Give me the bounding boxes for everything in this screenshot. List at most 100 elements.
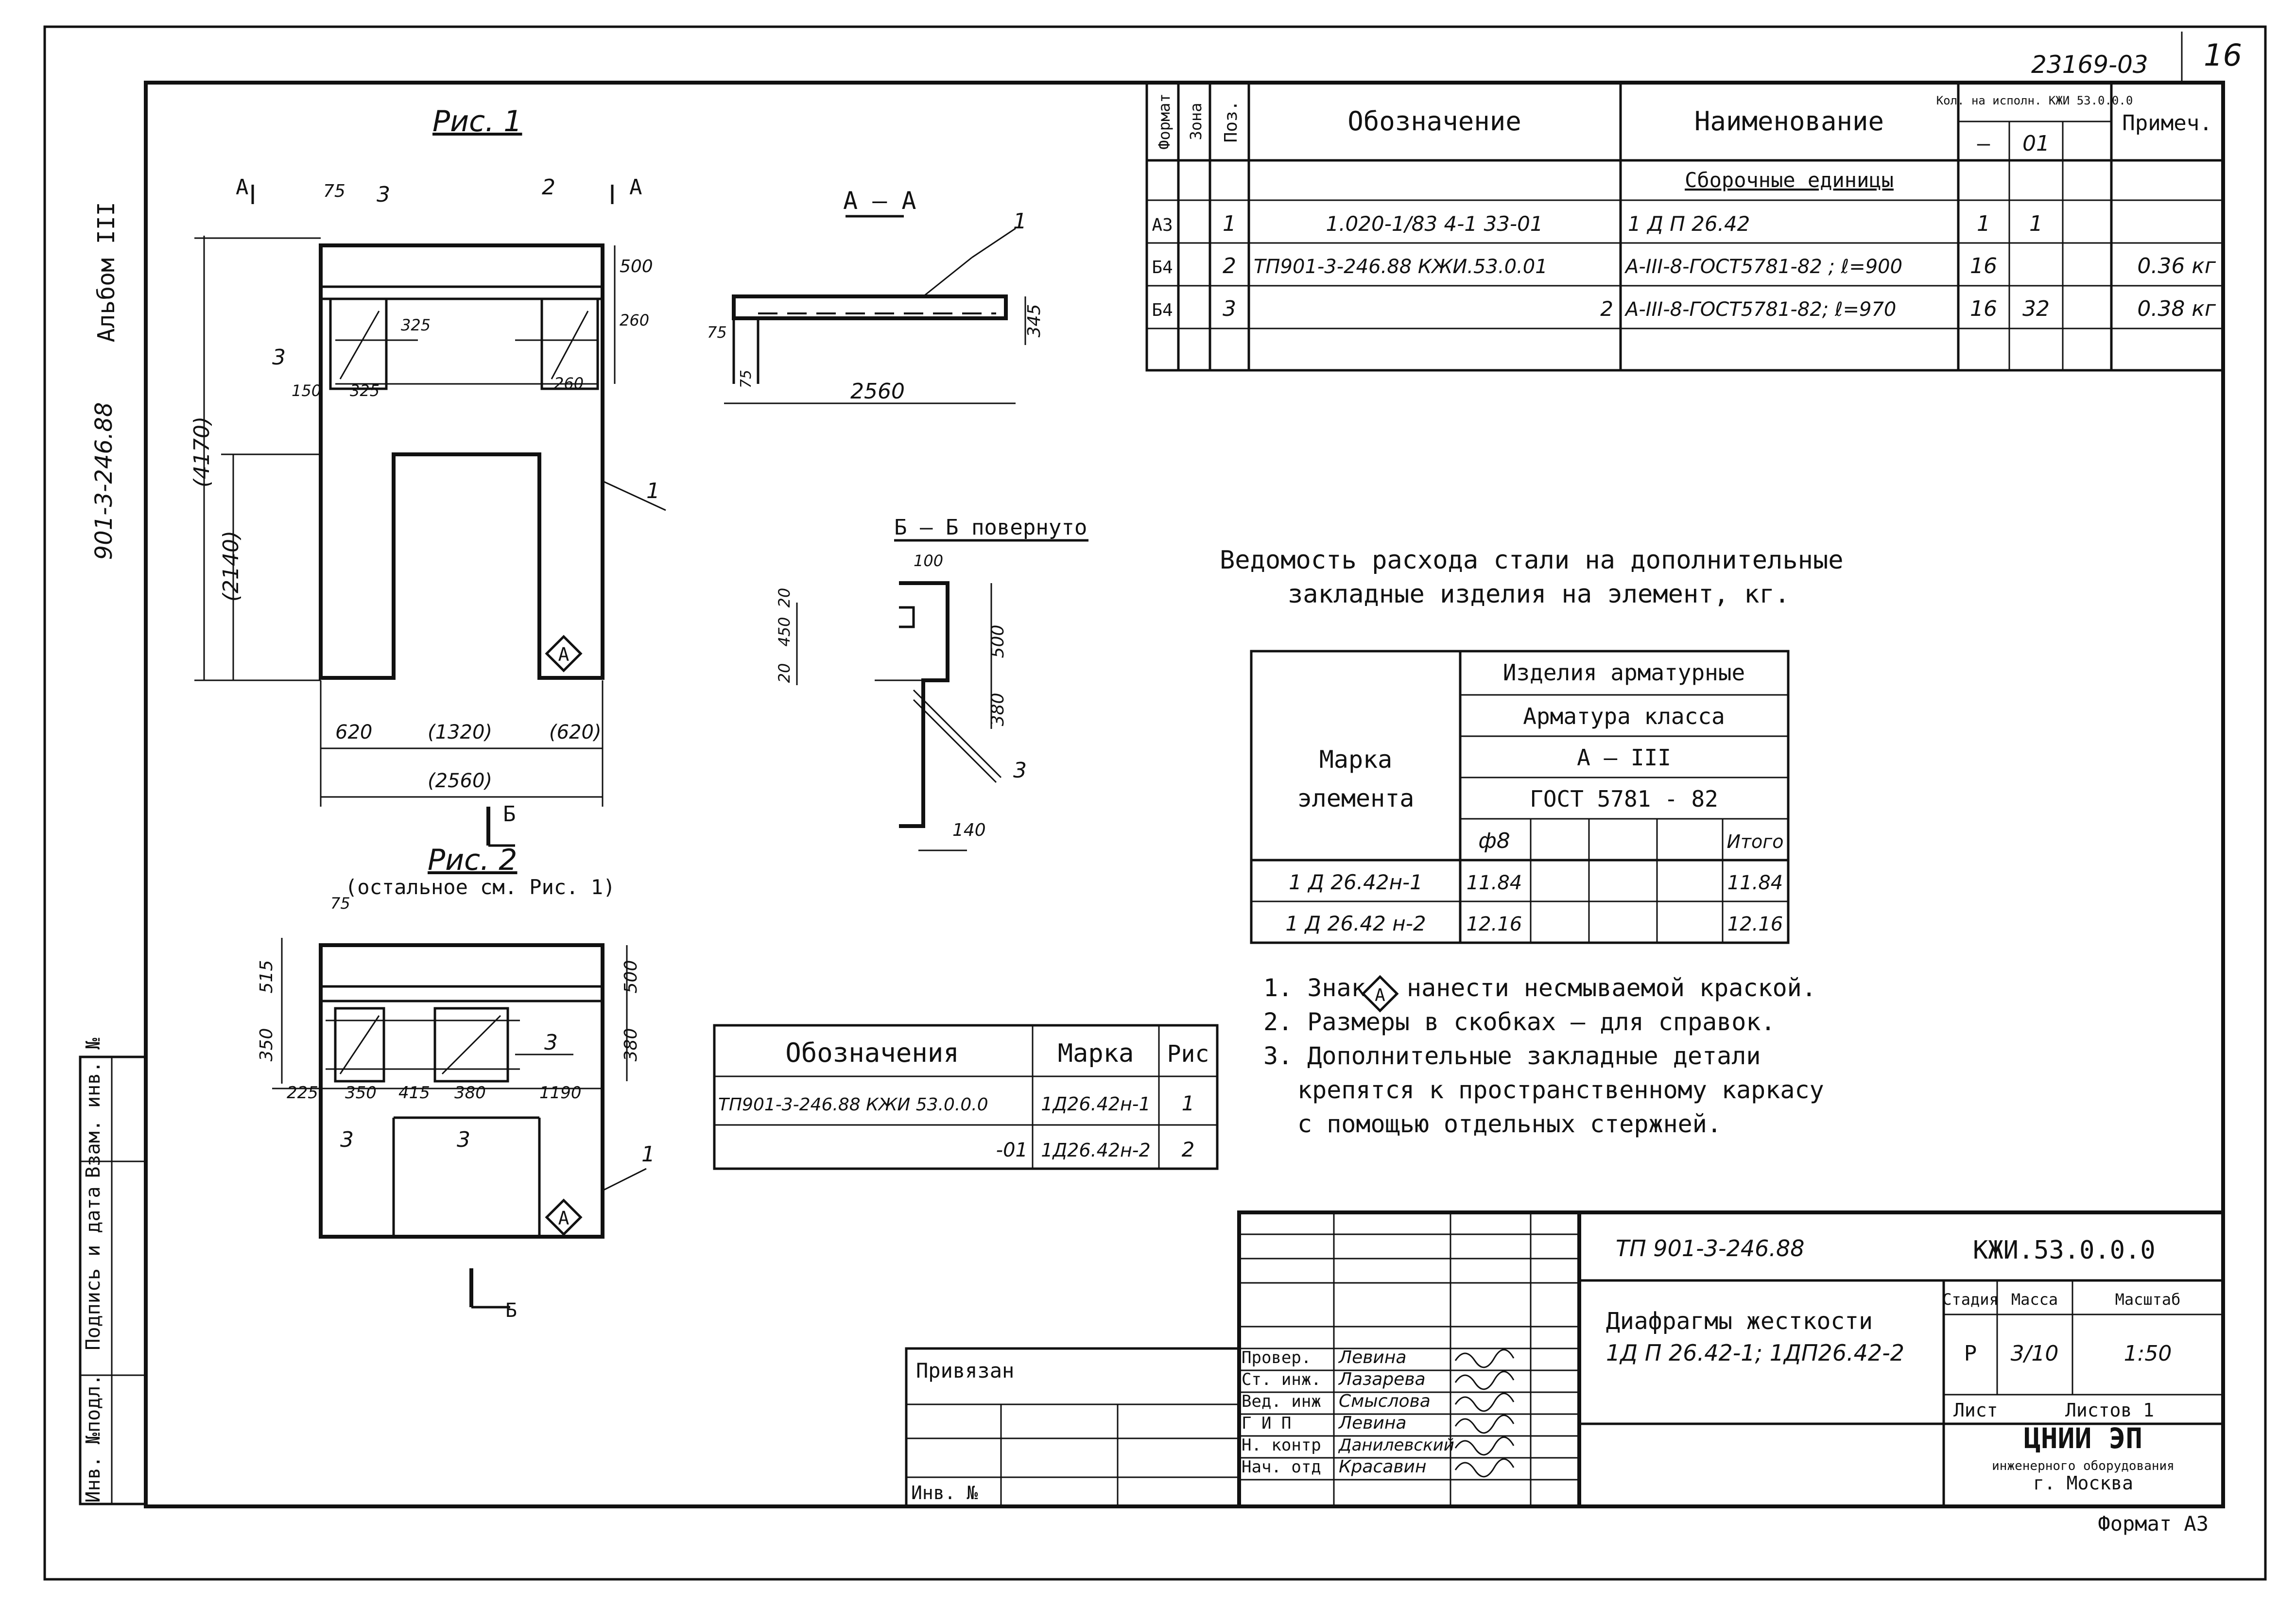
fig1-dim-325: 325 — [350, 381, 380, 400]
fig1-dim-620a: 620 — [335, 721, 372, 743]
fig2-callout-3b: 3 — [340, 1127, 354, 1152]
fig2-dim-380: 380 — [621, 1028, 641, 1062]
fig1-callout-2: 2 — [542, 175, 555, 200]
note-1b: нанести несмываемой краской. — [1407, 974, 1816, 1002]
designation-header-designation: Обозначения — [785, 1037, 959, 1068]
staff-name-2: Лазарева — [1338, 1369, 1426, 1389]
spec-row-2-pos: 2 — [1223, 254, 1236, 278]
stage-value: Р — [1964, 1341, 1977, 1366]
staff-role-5: Н. контр — [1242, 1435, 1321, 1455]
steel-row-1-total: 11.84 — [1727, 872, 1783, 894]
fig2-subtitle: (остальное см. Рис. 1) — [345, 875, 615, 899]
steel-header-1: Изделия арматурные — [1503, 659, 1745, 686]
fig2-dim-380b: 380 — [454, 1083, 486, 1103]
org-name: ЦНИИ ЭП — [2024, 1422, 2142, 1455]
designation-table: Обозначения Марка Рис ТП901-3-246.88 КЖИ… — [713, 1024, 1219, 1170]
staff-role-1: Провер. — [1242, 1348, 1311, 1367]
designation-header-mark: Марка — [1058, 1039, 1134, 1068]
spec-header-designation: Обозначение — [1347, 106, 1521, 137]
steel-table: Марка элемента Изделия арматурные Армату… — [1250, 650, 1790, 944]
spec-row-2-name: А-III-8-ГОСТ5781-82 ; ℓ=900 — [1624, 256, 1902, 278]
fig1-cut-b: Б — [503, 802, 516, 827]
section-bb-dim-100: 100 — [914, 552, 943, 570]
section-aa-dim-75: 75 — [707, 323, 727, 342]
steel-col-total: Итого — [1726, 831, 1783, 852]
fig1-callout-1: 1 — [646, 479, 660, 503]
note-1a: 1. Знак — [1263, 974, 1366, 1002]
fig2-callout-3c: 3 — [457, 1127, 470, 1152]
spec-header-qty: Кол. на исполн. КЖИ 53.0.0.0 — [1936, 94, 2133, 107]
outer-border — [43, 25, 2267, 1581]
title-name-2: 1Д П 26.42-1; 1ДП26.42-2 — [1606, 1340, 1904, 1366]
title-code: КЖИ.53.0.0.0 — [1973, 1236, 2156, 1265]
section-bb-dim-140: 140 — [952, 820, 986, 840]
sheet-number: 16 — [2204, 37, 2242, 73]
side-album-label: Альбом III — [93, 202, 120, 343]
section-aa-dim-345: 345 — [1024, 304, 1044, 338]
designation-row-1-mark: 1Д26.42н-1 — [1041, 1093, 1150, 1115]
fig1-dim-1320: (1320) — [428, 721, 492, 743]
fig2-mark-symbol: А — [545, 1198, 583, 1236]
doc-number: 23169-03 — [2031, 51, 2148, 79]
steel-header-3: А – III — [1577, 744, 1671, 771]
spec-row-2-designation: ТП901-3-246.88 КЖИ.53.0.01 — [1254, 256, 1548, 278]
spec-row-2-q1: 16 — [1970, 254, 1997, 278]
sheet-label: Лист — [1953, 1400, 1998, 1421]
section-bb-dim-20b: 20 — [775, 588, 794, 608]
staff-name-3: Смыслова — [1339, 1391, 1431, 1411]
org-city: г. Москва — [2033, 1472, 2133, 1494]
fig2-dim-75: 75 — [330, 894, 350, 913]
section-aa: А – А 1 75 345 75 2560 — [707, 187, 1044, 404]
steel-row-2-total: 12.16 — [1727, 913, 1783, 935]
staff-name-1: Левина — [1338, 1348, 1406, 1367]
section-aa-title: А – А — [843, 187, 916, 215]
spec-row-1-q1: 1 — [1977, 211, 1990, 236]
stage-label: Стадия — [1942, 1290, 1999, 1309]
fig1-mark-symbol: А — [545, 635, 583, 673]
section-bb-title: Б – Б повернуто — [894, 515, 1087, 540]
note-3c: с помощью отдельных стержней. — [1297, 1110, 1722, 1138]
spec-row-2-note: 0.36 кг — [2137, 254, 2216, 278]
org-sub: инженерного оборудования — [1992, 1459, 2175, 1473]
fig1-dim-2560: (2560) — [428, 770, 492, 792]
mass-label: Масса — [2011, 1290, 2058, 1309]
scale-label: Масштаб — [2115, 1290, 2181, 1309]
designation-row-1: ТП901-3-246.88 КЖИ 53.0.0.0 — [718, 1095, 988, 1115]
fig2-dim-225: 225 — [287, 1083, 318, 1103]
side-stamp-inv: Инв. №подл. — [82, 1374, 104, 1503]
format-label: Формат А3 — [2098, 1512, 2209, 1536]
steel-row-2-mark: 1 Д 26.42 н-2 — [1285, 912, 1426, 935]
bound-label: Привязан — [916, 1359, 1014, 1382]
fig2-title: Рис. 2 — [428, 843, 517, 877]
svg-text:А: А — [558, 644, 570, 665]
spec-header-note: Примеч. — [2122, 111, 2212, 136]
steel-row-2-d8: 12.16 — [1467, 913, 1522, 935]
svg-text:А: А — [1375, 985, 1385, 1005]
spec-row-3-note: 0.38 кг — [2137, 296, 2216, 321]
spec-row-1-q2: 1 — [2029, 211, 2043, 236]
section-aa-dim-2560: 2560 — [850, 379, 905, 404]
fig2-dim-350b: 350 — [345, 1083, 377, 1103]
spec-section-title: Сборочные единицы — [1685, 168, 1894, 192]
fig2-dim-350: 350 — [257, 1028, 276, 1062]
fig1-cut-a-right: А — [629, 175, 642, 200]
note-mark-symbol: А — [1361, 975, 1399, 1013]
fig1-dim-150: 150 — [292, 381, 321, 400]
staff-role-6: Нач. отд — [1242, 1457, 1321, 1477]
fig1-dim-260: 260 — [620, 311, 649, 329]
spec-row-1-format: А3 — [1152, 215, 1173, 235]
spec-header-pos: Поз. — [1221, 101, 1241, 143]
fig1-dim-4170: (4170) — [190, 416, 214, 487]
designation-row-1-fig: 1 — [1182, 1091, 1195, 1115]
section-aa-dim-75b: 75 — [738, 370, 755, 388]
spec-header-name: Наименование — [1694, 106, 1884, 137]
fig2-dim-1190: 1190 — [539, 1083, 582, 1103]
section-bb: Б – Б повернуто 100 20 450 20 500 380 14… — [775, 515, 1088, 851]
steel-mark-header-2: элемента — [1297, 784, 1415, 812]
mass-value: 3/10 — [2011, 1341, 2059, 1366]
spec-header-format: Формат — [1155, 93, 1174, 150]
side-project-label: 901-3-246.88 — [90, 402, 118, 560]
section-aa-callout-1: 1 — [1013, 209, 1027, 234]
spec-row-1-name: 1 Д П 26.42 — [1628, 212, 1750, 236]
